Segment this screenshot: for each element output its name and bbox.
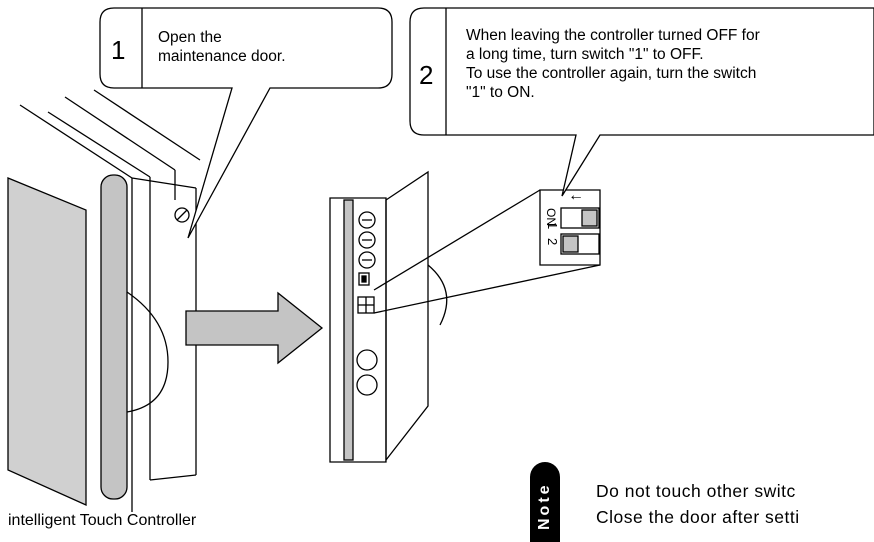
- note-text: Do not touch other switc Close the door …: [596, 478, 800, 530]
- step-2-line: When leaving the controller turned OFF f…: [466, 27, 760, 44]
- step-2-text: When leaving the controller turned OFF f…: [466, 26, 760, 102]
- direction-arrow: [185, 291, 324, 365]
- callout-1-box: [99, 7, 393, 239]
- dip-switch-small: [357, 296, 375, 314]
- open-controller: [329, 170, 448, 463]
- note-badge: [530, 462, 560, 542]
- note-line: Close the door after setti: [596, 507, 800, 527]
- step-2-number: 2: [419, 60, 434, 90]
- step-2-line: "1" to ON.: [466, 84, 535, 101]
- step-2-line: a long time, turn switch "1" to OFF.: [466, 46, 704, 63]
- note-line: Do not touch other switc: [596, 481, 796, 501]
- step-2-line: To use the controller again, turn the sw…: [466, 65, 757, 82]
- switch-arrow: ←: [568, 187, 584, 204]
- controller-caption: intelligent Touch Controller: [8, 512, 197, 529]
- zoom-line-bottom: [373, 264, 601, 314]
- step-1-number: 1: [111, 35, 126, 65]
- handle-bar: [100, 174, 169, 500]
- step-1-line: maintenance door.: [158, 48, 286, 65]
- note-label: Note: [536, 482, 553, 530]
- switch-detail: [539, 189, 601, 266]
- step-1-line: Open the: [158, 29, 222, 46]
- switch-1-label: 1: [545, 222, 560, 230]
- step-1-text: Open the maintenance door.: [158, 28, 286, 66]
- door-screw: [174, 207, 190, 223]
- callout-2-box: [409, 7, 874, 197]
- switch-2-label: 2: [545, 238, 560, 246]
- zoom-line-top: [373, 189, 541, 291]
